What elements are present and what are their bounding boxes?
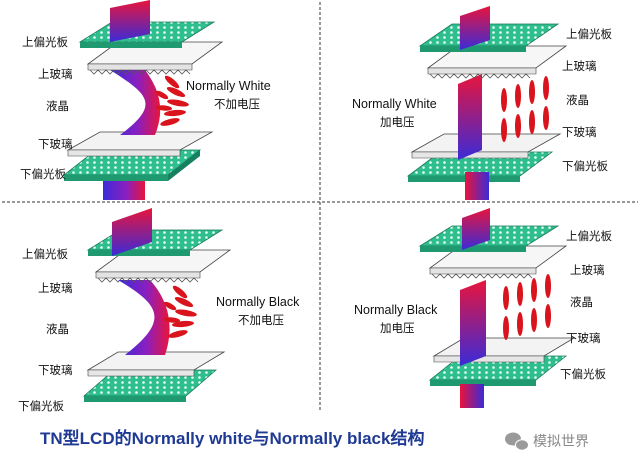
mode-label-en: Normally White	[186, 79, 271, 93]
lc-molecules	[503, 274, 551, 340]
mode-label-cn: 不加电压	[214, 97, 260, 111]
layer-label: 液晶	[566, 93, 589, 107]
light-blocked	[458, 74, 482, 160]
layer-label: 上偏光板	[566, 27, 612, 41]
layer-label: 液晶	[46, 99, 69, 113]
layer-label: 下偏光板	[20, 167, 66, 181]
watermark: 模拟世界	[505, 432, 589, 451]
watermark-text: 模拟世界	[533, 434, 589, 450]
panel-dividers	[2, 2, 638, 410]
lc-molecules	[155, 75, 189, 126]
layer-label: 液晶	[570, 295, 593, 309]
layer-label: 液晶	[46, 322, 69, 336]
twisted-light	[110, 70, 161, 135]
light-passed	[460, 280, 486, 366]
layer-label: 上偏光板	[22, 35, 68, 49]
mode-label-en: Normally White	[352, 97, 437, 111]
mode-label-cn: 不加电压	[238, 313, 284, 327]
wechat-icon	[505, 432, 529, 451]
panel-normally-black-voltage: 上偏光板 上玻璃 液晶 下玻璃 下偏光板 Normally Black 加电压	[354, 208, 612, 408]
light-out	[460, 6, 490, 50]
upper-polarizer	[86, 229, 224, 251]
layer-label: 上玻璃	[38, 281, 73, 295]
layer-label: 下玻璃	[562, 125, 597, 139]
twisted-light	[118, 280, 170, 355]
mode-label-en: Normally Black	[354, 303, 438, 317]
mode-label-cn: 加电压	[380, 115, 415, 129]
layer-label: 上偏光板	[566, 229, 612, 243]
light-out	[112, 208, 152, 256]
lower-glass	[432, 337, 576, 357]
lc-molecules	[501, 76, 549, 142]
layer-label: 上玻璃	[562, 59, 597, 73]
lc-molecules	[163, 285, 197, 338]
layer-label: 下玻璃	[38, 137, 73, 151]
lower-glass	[410, 133, 562, 153]
layer-label: 下玻璃	[566, 331, 601, 345]
layer-label: 下偏光板	[18, 399, 64, 413]
layer-label: 下偏光板	[560, 367, 606, 381]
layer-label: 上玻璃	[38, 67, 73, 81]
light-in	[462, 208, 490, 250]
layer-label: 下玻璃	[38, 363, 73, 377]
light-out	[110, 0, 150, 42]
panel-normally-black-no-voltage: 上偏光板 上玻璃 液晶 下玻璃 下偏光板 Normally Black 不加电压	[18, 208, 300, 413]
figure-caption: TN型LCD的Normally white与Normally black结构	[40, 428, 424, 448]
mode-label-en: Normally Black	[216, 295, 300, 309]
panel-normally-white-no-voltage: 上偏光板 上玻璃 液晶 下玻璃 下偏光板 Normally White 不加电压	[20, 0, 271, 200]
layer-label: 上玻璃	[570, 263, 605, 277]
layer-label: 上偏光板	[22, 247, 68, 261]
layer-label: 下偏光板	[562, 159, 608, 173]
light-beam-bottom	[465, 172, 489, 200]
mode-label-cn: 加电压	[380, 321, 415, 335]
light-beam-bottom	[460, 384, 484, 408]
panel-normally-white-voltage: 上偏光板 上玻璃 液晶 下玻璃 下偏光板 Normally White 加电压	[352, 6, 612, 200]
